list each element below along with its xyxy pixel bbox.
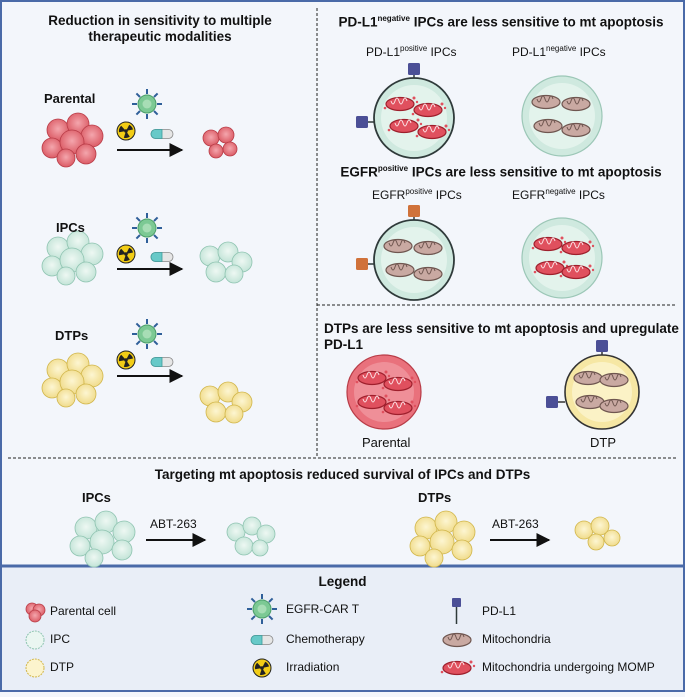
egfr-positive-label: EGFRpositive IPCs xyxy=(372,187,462,202)
ipc-cluster-after xyxy=(199,241,253,284)
dtp-cell-icon xyxy=(25,658,45,678)
car-t-icon xyxy=(131,212,163,244)
radiation-icon xyxy=(116,121,136,141)
dtp-cluster-before xyxy=(41,352,104,408)
mitochondria-icon xyxy=(442,632,472,648)
radiation-icon xyxy=(116,350,136,370)
car-t-icon xyxy=(131,318,163,350)
dtp-cluster-after xyxy=(199,381,253,424)
legend-title: Legend xyxy=(318,574,367,589)
legend-label-dtp: DTP xyxy=(50,660,74,674)
bottom-ipc-cluster-after xyxy=(226,516,276,557)
left-panel-title: Reduction in sensitivity to multiple the… xyxy=(48,13,272,44)
legend-label-ipc: IPC xyxy=(50,632,71,646)
bottom-dtp-cluster-after xyxy=(574,516,621,551)
abt263-label-dtps: ABT-263 xyxy=(492,517,539,531)
dtp-panel-dtp-cell xyxy=(546,340,640,430)
pdl1-receptor-icon xyxy=(452,598,461,624)
dtp-panel-dtp-label: DTP xyxy=(590,435,616,450)
egfr-positive-cell xyxy=(356,205,455,301)
bottom-panel-title: Targeting mt apoptosis reduced survival … xyxy=(154,467,531,482)
pill-icon xyxy=(150,252,174,262)
abt263-label-ipcs: ABT-263 xyxy=(150,517,197,531)
egfr-negative-label: EGFRnegative IPCs xyxy=(512,187,605,202)
row-label-ipcs: IPCs xyxy=(56,220,85,235)
legend-label-momp: Mitochondria undergoing MOMP xyxy=(482,660,655,674)
car-t-icon xyxy=(131,88,163,120)
radiation-icon xyxy=(252,658,272,678)
bottom-dtp-cluster-before xyxy=(409,510,476,568)
pdl1-negative-cell xyxy=(521,75,603,157)
pdl1-positive-label: PD-L1positive IPCs xyxy=(366,44,457,59)
row-label-dtps: DTPs xyxy=(55,328,89,343)
dtp-panel-parental-cell xyxy=(346,354,422,430)
row-label-parental: Parental xyxy=(44,91,96,106)
egfr-negative-cell xyxy=(521,217,603,299)
legend-label-irradiation: Irradiation xyxy=(286,660,340,674)
egfr-panel-title: EGFRpositive IPCs are less sensitive to … xyxy=(340,164,662,180)
dtp-panel-parental-label: Parental xyxy=(362,435,411,450)
parental-cluster-after xyxy=(202,126,238,159)
bottom-ipc-cluster-before xyxy=(69,510,136,568)
pdl1-panel-title: PD-L1negative IPCs are less sensitive to… xyxy=(338,14,664,30)
legend-label-pdl1: PD-L1 xyxy=(482,604,517,618)
ipc-cell-icon xyxy=(25,630,45,650)
pdl1-positive-cell xyxy=(356,63,455,159)
parental-cluster-before xyxy=(41,112,104,168)
pill-icon xyxy=(150,357,174,367)
pill-icon xyxy=(250,635,274,645)
pill-icon xyxy=(150,129,174,139)
legend-label-egfr-car-t: EGFR-CAR T xyxy=(286,602,360,616)
dtp-panel-title: DTPs are less sensitive to mt apoptosis … xyxy=(324,321,679,352)
ipc-cluster-before xyxy=(41,230,104,286)
pdl1-negative-label: PD-L1negative IPCs xyxy=(512,44,606,59)
car-t-icon xyxy=(246,593,278,625)
legend-label-mitochondria: Mitochondria xyxy=(482,632,551,646)
bottom-dtps-label: DTPs xyxy=(418,490,452,505)
radiation-icon xyxy=(116,244,136,264)
bottom-ipcs-label: IPCs xyxy=(82,490,111,505)
legend-label-parental-cell: Parental cell xyxy=(50,604,117,618)
parental-cell-icon xyxy=(25,602,46,623)
legend-label-chemotherapy: Chemotherapy xyxy=(286,632,365,646)
